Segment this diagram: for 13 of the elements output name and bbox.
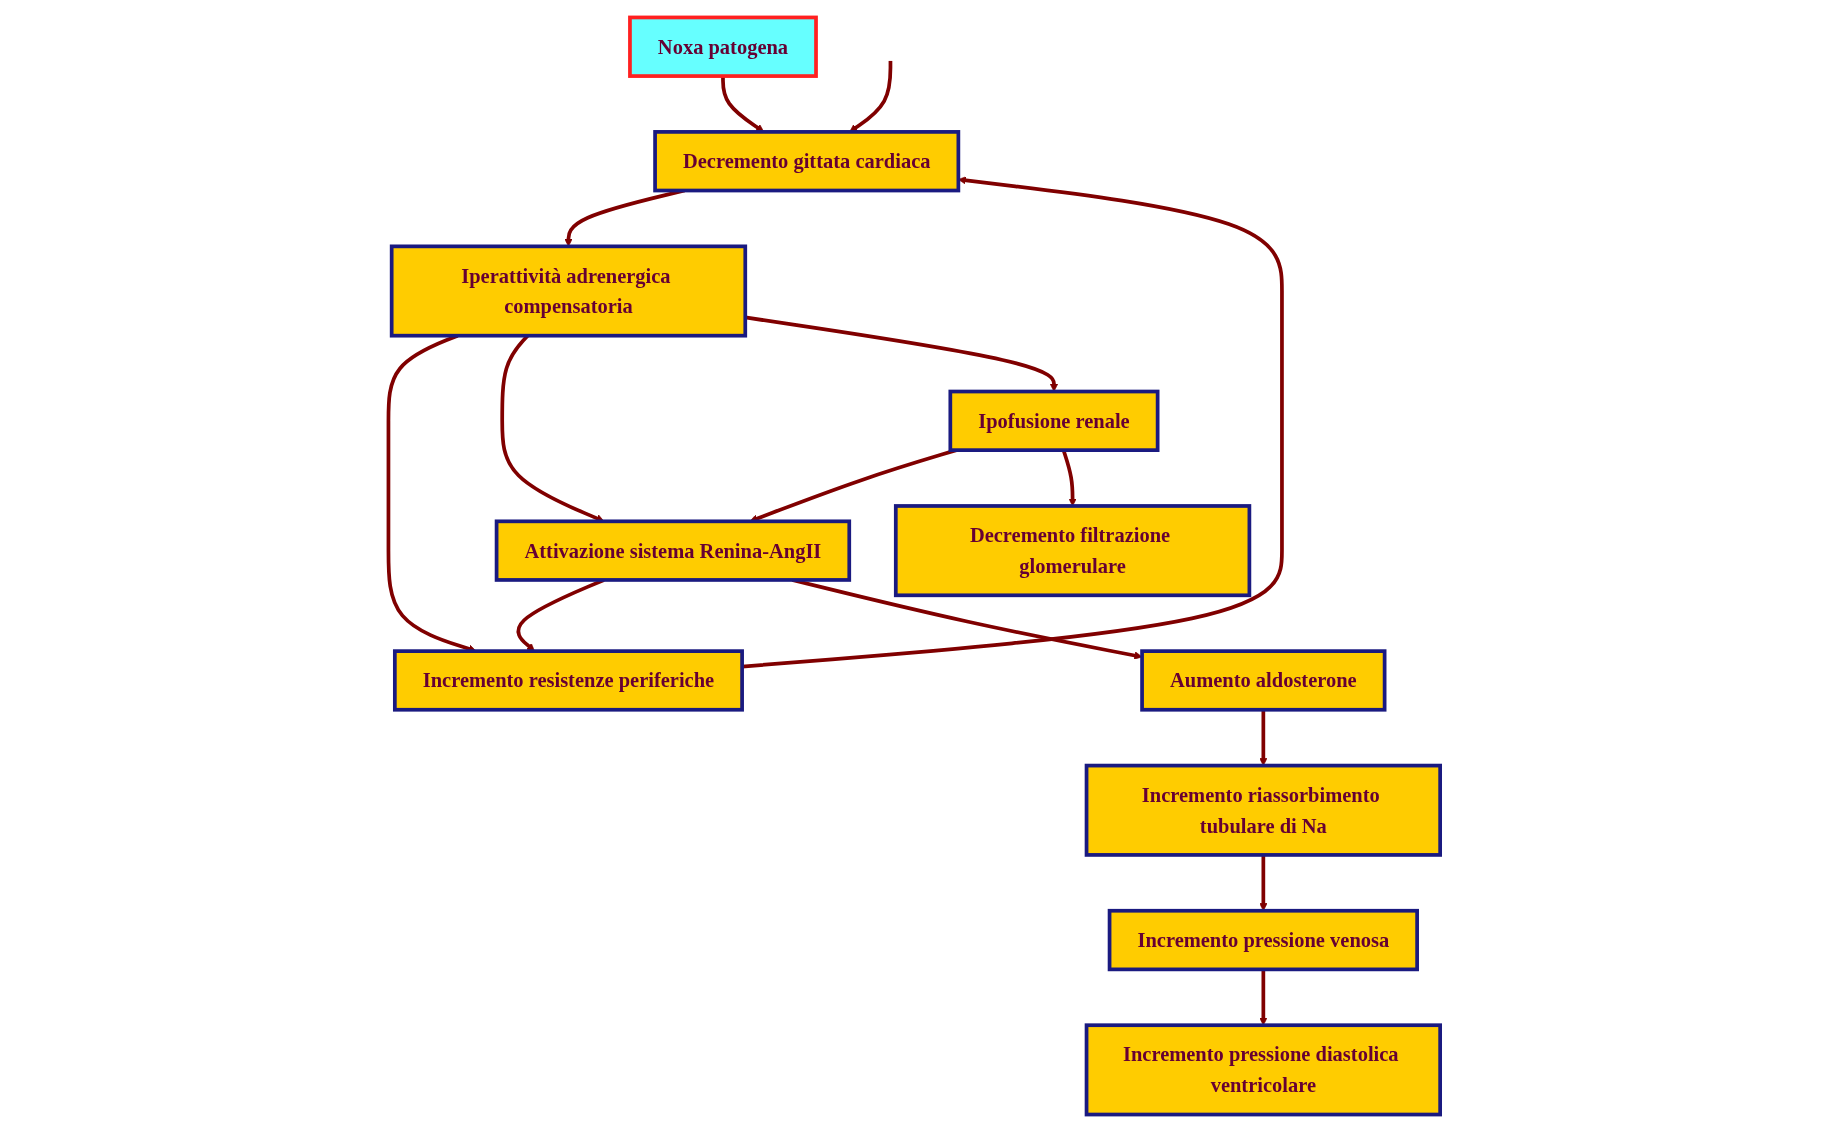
node-box: Ipofusione renale — [948, 389, 1160, 452]
node-box: Iperattività adrenergica compensatoria — [390, 244, 748, 338]
arrow — [1259, 969, 1268, 1026]
node-box: Incremento pressione venosa — [1107, 908, 1420, 972]
node-box: Noxa patogena — [628, 15, 819, 78]
node-box: Incremento resistenze periferiche — [393, 649, 745, 712]
node-box: Decremento filtrazione glomerulare — [894, 504, 1252, 598]
node-box: Attivazione sistema Renina-AngII — [494, 519, 852, 582]
node-box: Incremento pressione diastolica ventricolare — [1084, 1023, 1443, 1117]
node-box: Incremento riassorbimento tubulare di Na — [1084, 763, 1443, 857]
node-box: Decremento gittata cardiaca — [653, 130, 961, 193]
arrow — [1259, 709, 1268, 766]
node-box: Aumento aldosterone — [1140, 649, 1387, 712]
